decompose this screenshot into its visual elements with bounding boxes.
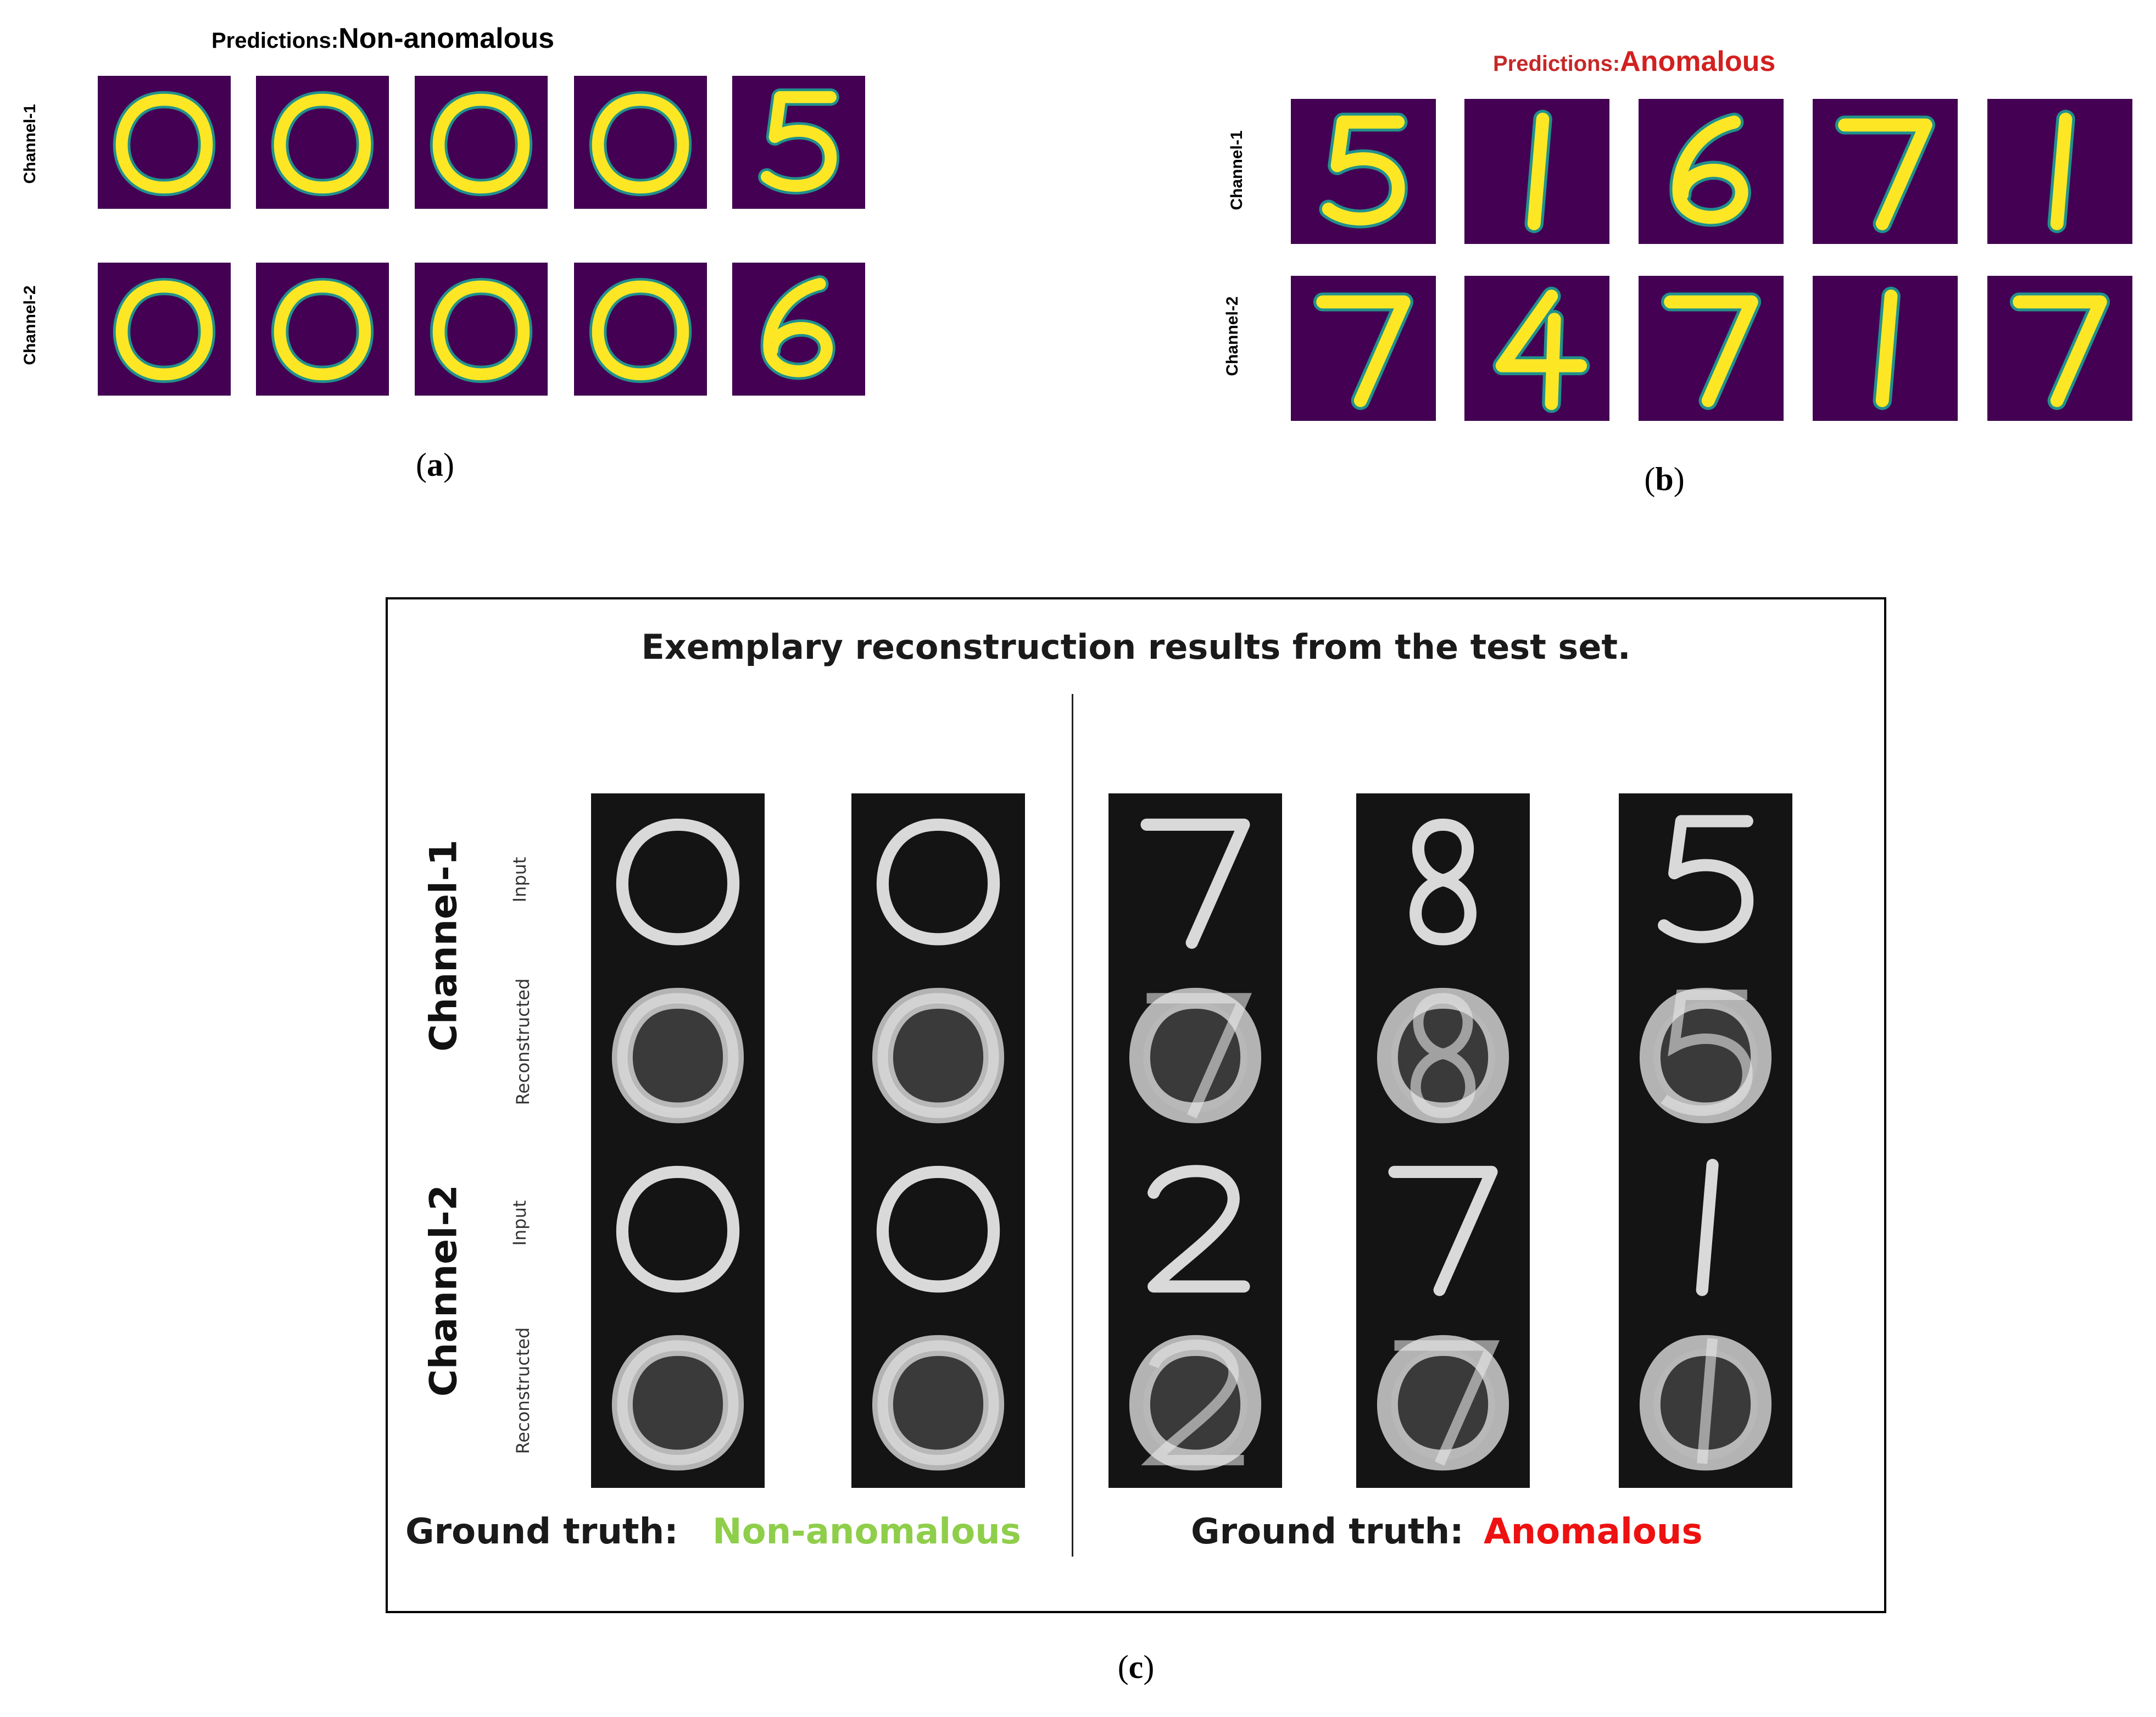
- panel-b-row-label-channel-1: Channel-1: [1228, 130, 1246, 210]
- panel-a-channel-1-digit-tile: [256, 76, 389, 209]
- panel-a-title: Predictions:Non-anomalous: [211, 22, 554, 55]
- panel-a-channel-1-digit-tile: [574, 76, 707, 209]
- panel-b-channel-2-digit-tile: [1639, 276, 1784, 421]
- panel-b-channel-1-digit-tile: [1813, 99, 1958, 244]
- panel-a-channel-2-digit-tile: [98, 263, 231, 396]
- panel-c-frame: Exemplary reconstruction results from th…: [386, 597, 1886, 1613]
- panel-c-title: Exemplary reconstruction results from th…: [641, 627, 1631, 667]
- panel-a-row-label-channel-2: Channel-2: [21, 285, 39, 365]
- ground-truth-left-value: Non-anomalous: [712, 1512, 1021, 1552]
- panel-b-channel-1-digit-tile: [1464, 99, 1609, 244]
- panel-b-row-label-channel-2: Channel-2: [1223, 296, 1241, 376]
- panel-b-caption-letter: b: [1655, 461, 1674, 497]
- panel-a-caption: (a): [416, 447, 454, 483]
- panel-c-divider: [1072, 694, 1073, 1557]
- ground-truth-left: Ground truth: Non-anomalous: [405, 1512, 1021, 1552]
- panel-a-channel-2-digit-tile: [415, 263, 548, 396]
- panel-b-channel-2-digit-tile: [1813, 276, 1958, 421]
- panel-b-channel-1-digit-tile: [1987, 99, 2132, 244]
- panel-a-channel-1-digit-tile: [732, 76, 865, 209]
- panel-c-caption: (c): [1117, 1649, 1155, 1685]
- panel-a-title-value: Non-anomalous: [338, 23, 555, 54]
- panel-b-title-label: Predictions:: [1493, 52, 1620, 76]
- panel-b-caption: (b): [1644, 461, 1685, 497]
- panel-c-row-label-reconstructed-1: Reconstructed: [512, 978, 533, 1105]
- panel-c-strip-5: [1619, 793, 1792, 1488]
- panel-c-channel-2-label: Channel-2: [422, 1185, 466, 1397]
- panel-b-channel-1-digit-tile: [1291, 99, 1436, 244]
- panel-b-channel-2-digit-tile: [1987, 276, 2132, 421]
- panel-a-caption-letter: a: [427, 447, 443, 483]
- panel-b-channel-2-digit-tile: [1291, 276, 1436, 421]
- panel-c-strip-2: [851, 793, 1025, 1488]
- panel-a-channel-1-digit-tile: [98, 76, 231, 209]
- panel-b-title-value: Anomalous: [1620, 46, 1776, 77]
- panel-c-strip-1: [591, 793, 765, 1488]
- ground-truth-right-value: Anomalous: [1484, 1512, 1703, 1552]
- panel-c-row-label-input-1: Input: [509, 857, 530, 903]
- panel-c-channel-1-label: Channel-1: [422, 840, 466, 1052]
- panel-a-row-label-channel-1: Channel-1: [21, 104, 39, 184]
- panel-c-row-label-input-2: Input: [509, 1200, 530, 1246]
- panel-a-title-label: Predictions:: [211, 29, 339, 53]
- ground-truth-right: Ground truth: Anomalous: [1191, 1512, 1703, 1552]
- panel-a-channel-2-digit-tile: [256, 263, 389, 396]
- panel-c-caption-letter: c: [1128, 1649, 1144, 1685]
- panel-a-channel-1-digit-tile: [415, 76, 548, 209]
- panel-c-strip-3: [1108, 793, 1282, 1488]
- panel-b-title: Predictions:Anomalous: [1493, 45, 1775, 78]
- panel-a-channel-2-digit-tile: [732, 263, 865, 396]
- panel-c-row-label-reconstructed-2: Reconstructed: [512, 1327, 533, 1454]
- panel-b-channel-2-digit-tile: [1464, 276, 1609, 421]
- ground-truth-right-label: Ground truth:: [1191, 1512, 1464, 1552]
- panel-a-channel-2-digit-tile: [574, 263, 707, 396]
- ground-truth-left-label: Ground truth:: [405, 1512, 678, 1552]
- panel-b-channel-1-digit-tile: [1639, 99, 1784, 244]
- panel-c-strip-4: [1356, 793, 1530, 1488]
